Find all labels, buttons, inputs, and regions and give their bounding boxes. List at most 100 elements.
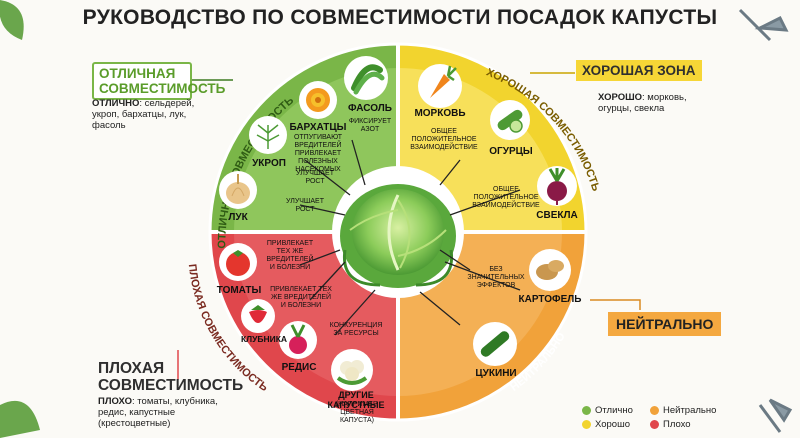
plant-note-onion: УЛУЧШАЕТ РОСТ <box>280 198 330 214</box>
callout-excellent-desc-bold: ОТЛИЧНО <box>92 98 140 109</box>
plant-note-beet-3: ВЗАИМОДЕЙСТВИЕ <box>472 202 540 209</box>
callout-excellent-heading-1: ОТЛИЧНАЯ <box>99 66 176 81</box>
legend: Отлично Нейтрально Хорошо Плохо <box>582 405 732 430</box>
legend-label-excellent: Отлично <box>595 405 633 416</box>
plant-note-beans-2: АЗОТ <box>360 126 380 133</box>
callout-good-desc-line2: огурцы, свекла <box>598 103 665 114</box>
plant-label-beet: СВЕКЛА <box>536 210 578 221</box>
plant-note-strawberry-2: ЖЕ ВРЕДИТЕЛЕЙ <box>270 294 332 301</box>
callout-bad-desc: ПЛОХО: томаты, клубника, редис, капустны… <box>98 396 258 429</box>
plant-note-beet: ОБЩЕЕ ПОЛОЖИТЕЛЬНОЕ ВЗАИМОДЕЙСТВИЕ <box>470 186 542 210</box>
callout-bad-desc-bold: ПЛОХО <box>98 396 133 407</box>
plant-label-marigold: БАРХАТЦЫ <box>289 122 347 133</box>
dill-icon <box>249 116 287 154</box>
legend-label-bad: Плохо <box>663 419 691 430</box>
plant-note-tomato-3: ВРЕДИТЕЛЕЙ <box>266 256 314 263</box>
callout-good-desc-rest: : морковь, <box>642 92 687 103</box>
plant-note-radish: КОНКУРЕНЦИЯ ЗА РЕСУРСЫ <box>324 322 388 338</box>
callout-good-desc-bold: ХОРОШО <box>598 92 643 103</box>
plant-note-brassica-2: КАПУСТА) <box>339 417 374 424</box>
plant-note-carrot-1: ОБЩЕЕ <box>431 128 457 135</box>
plant-note-potato: БЕЗ ЗНАЧИТЕЛЬНЫХ ЭФФЕКТОВ <box>466 266 526 290</box>
plant-label-carrot: МОРКОВЬ <box>414 108 466 119</box>
callout-excellent-desc: ОТЛИЧНО: сельдерей, укроп, бархатцы, лук… <box>92 98 210 131</box>
plant-note-potato-3: ЭФФЕКТОВ <box>476 282 516 289</box>
beans-icon <box>344 56 388 100</box>
plant-note-beans: ФИКСИРУЕТ АЗОТ <box>340 118 400 134</box>
plant-note-brassica-1: (НАПРИМЕР, ЦВЕТНАЯ <box>335 401 379 416</box>
plant-note-beet-2: ПОЛОЖИТЕЛЬНОЕ <box>473 194 539 201</box>
plant-note-beet-1: ОБЩЕЕ <box>493 186 519 193</box>
page-title: РУКОВОДСТВО ПО СОВМЕСТИМОСТИ ПОСАДОК КАП… <box>82 6 718 29</box>
garden-tools-icon <box>738 8 793 433</box>
strawberry-icon <box>241 299 275 333</box>
legend-label-neutral: Нейтрально <box>663 405 717 416</box>
callout-bad-desc-line2: редис, капустные <box>98 407 176 418</box>
plant-note-tomato-4: И БОЛЕЗНИ <box>269 264 311 271</box>
callout-good: ХОРОШАЯ ЗОНА <box>576 60 702 81</box>
plant-note-potato-2: ЗНАЧИТЕЛЬНЫХ <box>467 274 525 281</box>
callout-excellent-desc-rest: : сельдерей, <box>139 98 195 109</box>
plant-note-tomato-1: ПРИВЛЕКАЕТ <box>266 240 314 247</box>
callout-bad-desc-line3: (крестоцветные) <box>98 418 171 429</box>
potato-icon <box>529 249 571 291</box>
connector-arrows <box>299 139 521 336</box>
plant-note-potato-1: БЕЗ <box>489 266 503 273</box>
callout-good-desc: ХОРОШО: морковь, огурцы, свекла <box>598 92 718 114</box>
plant-label-brassica: ДРУГИЕ КАПУСТНЫЕ <box>327 390 385 410</box>
callout-bad-heading-1: ПЛОХАЯ <box>98 360 165 377</box>
callout-bad-heading-2: СОВМЕСТИМОСТЬ <box>98 377 244 394</box>
legend-item-good: Хорошо <box>582 419 650 430</box>
plant-note-tomato: ПРИВЛЕКАЕТ ТЕХ ЖЕ ВРЕДИТЕЛЕЙ И БОЛЕЗНИ <box>260 240 320 272</box>
tomato-icon <box>219 243 257 281</box>
plant-note-dill-1: УЛУЧШАЕТ <box>296 170 334 177</box>
plant-note-onion-2: РОСТ <box>295 206 315 213</box>
legend-item-bad: Плохо <box>650 419 732 430</box>
plant-note-strawberry-3: И БОЛЕЗНИ <box>280 302 322 309</box>
plant-label-zucchini: ЦУКИНИ <box>475 368 517 379</box>
legend-label-good: Хорошо <box>595 419 630 430</box>
callout-bad-desc-rest: : томаты, клубника, <box>132 396 218 407</box>
plant-note-carrot-2: ПОЛОЖИТЕЛЬНОЕ <box>411 136 477 143</box>
plant-note-tomato-2: ТЕХ ЖЕ <box>276 248 304 255</box>
callout-excellent-desc-line2: укроп, бархатцы, лук, <box>92 109 187 120</box>
callout-bad: ПЛОХАЯ СОВМЕСТИМОСТЬ <box>98 360 258 394</box>
plant-note-dill-2: РОСТ <box>305 178 325 185</box>
radish-icon <box>279 321 317 359</box>
plant-note-radish-1: КОНКУРЕНЦИЯ <box>329 322 383 329</box>
cabbage-icon <box>332 166 464 298</box>
plant-label-potato: КАРТОФЕЛЬ <box>518 294 582 305</box>
plant-label-cucumber: ОГУРЦЫ <box>489 146 533 157</box>
leaf-decoration-icon <box>0 0 40 438</box>
plant-note-radish-2: ЗА РЕСУРСЫ <box>333 330 379 337</box>
legend-item-neutral: Нейтрально <box>650 405 732 416</box>
plant-note-marigold-3: ПРИВЛЕКАЕТ <box>294 150 342 157</box>
zucchini-icon <box>473 322 517 366</box>
plant-label-beans: ФАСОЛЬ <box>348 103 392 114</box>
plant-label-dill: УКРОП <box>252 158 286 169</box>
plant-note-marigold-1: ОТПУГИВАЮТ <box>293 134 343 141</box>
callout-excellent-desc-line3: фасоль <box>92 120 126 131</box>
plant-note-dill: УЛУЧШАЕТ РОСТ <box>290 170 340 186</box>
onion-icon <box>219 171 257 209</box>
plant-label-tomato: ТОМАТЫ <box>216 285 262 296</box>
cucumber-icon <box>490 100 530 140</box>
plant-note-strawberry-1: ПРИВЛЕКАЕТ ТЕХ <box>270 286 332 293</box>
plant-note-strawberry: ПРИВЛЕКАЕТ ТЕХ ЖЕ ВРЕДИТЕЛЕЙ И БОЛЕЗНИ <box>266 286 336 310</box>
legend-item-excellent: Отлично <box>582 405 650 416</box>
plant-note-marigold-4: ПОЛЕЗНЫХ <box>298 158 338 165</box>
plant-note-onion-1: УЛУЧШАЕТ <box>286 198 324 205</box>
marigold-icon <box>299 81 337 119</box>
plant-note-carrot-3: ВЗАИМОДЕЙСТВИЕ <box>410 144 478 151</box>
plant-label-strawberry: КЛУБНИКА <box>240 334 288 344</box>
beet-icon <box>537 166 577 206</box>
plant-note-beans-1: ФИКСИРУЕТ <box>348 118 392 125</box>
callout-excellent: ОТЛИЧНАЯ СОВМЕСТИМОСТЬ <box>92 62 226 100</box>
plant-label-radish: РЕДИС <box>281 362 317 373</box>
plant-note-marigold-2: ВРЕДИТЕЛЕЙ <box>294 142 342 149</box>
plant-note-marigold: ОТПУГИВАЮТ ВРЕДИТЕЛЕЙ ПРИВЛЕКАЕТ ПОЛЕЗНЫ… <box>284 134 352 174</box>
callout-neutral: НЕЙТРАЛЬНО <box>608 312 722 336</box>
callout-excellent-heading-2: СОВМЕСТИМОСТЬ <box>99 81 226 96</box>
